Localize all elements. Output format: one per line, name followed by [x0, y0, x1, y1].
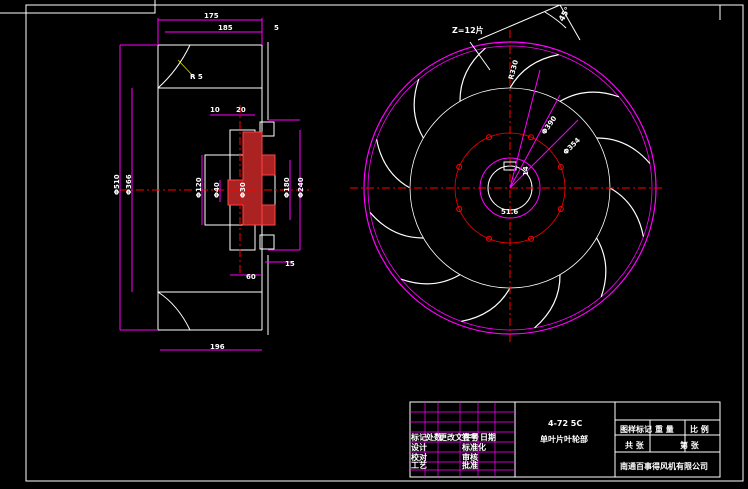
blade-group	[369, 47, 651, 329]
blade	[534, 274, 561, 329]
dim-175: 175	[204, 12, 219, 20]
title-block	[409, 401, 721, 478]
bolt-hole	[486, 134, 492, 141]
rev-header-4: 签字	[461, 432, 478, 442]
blade	[596, 237, 607, 298]
sheet-total: 共 张	[625, 440, 645, 450]
label-process: 工艺	[411, 460, 427, 470]
rev-header-3: 更改文件号	[439, 432, 479, 442]
bolt-hole	[456, 164, 463, 170]
label-std: 标准化	[461, 442, 486, 452]
revision-labels: 标记 处数 更改文件号 签字 日期 设计 校对 工艺 标准化 审核 批准	[410, 432, 496, 470]
dim-phi180: Φ180	[283, 177, 291, 198]
rev-header-1: 标记	[410, 432, 427, 442]
dim-phi120: Φ120	[195, 177, 203, 198]
dim-196: 196	[210, 343, 225, 351]
dim-51-6: 51.6	[501, 208, 518, 216]
blade	[596, 137, 651, 164]
label-design: 设计	[411, 442, 427, 452]
drawing-number: 4-72 5C	[548, 419, 582, 428]
dim-15: 15	[285, 260, 295, 268]
blade	[369, 212, 424, 239]
dim-phi240: Φ240	[297, 177, 305, 198]
header-cell-1: 图样标记	[620, 424, 652, 434]
dim-185: 185	[218, 24, 233, 32]
rev-header-5: 日期	[480, 432, 496, 442]
header-cell-2: 重 量	[655, 424, 674, 434]
bolt-hole	[557, 164, 564, 170]
blade	[413, 78, 424, 139]
dim-10: 10	[210, 106, 220, 114]
dim-r5: R 5	[190, 73, 203, 81]
dim-phi354: Φ354	[562, 136, 582, 156]
bolt-hole	[456, 206, 463, 212]
blade	[459, 47, 486, 102]
label-review: 审核	[462, 452, 478, 462]
blade	[461, 287, 511, 322]
drawing-name: 单叶片叶轮部	[540, 434, 588, 444]
blade	[400, 274, 461, 285]
dim-phi40: Φ40	[213, 182, 221, 198]
blade	[609, 187, 644, 237]
blade	[376, 139, 411, 189]
dim-phi510: Φ510	[113, 174, 121, 195]
label-approve: 批准	[462, 460, 478, 470]
header-cell-3: 比 例	[690, 424, 709, 434]
dim-phi30: Φ30	[239, 182, 247, 198]
company-name: 南通百事得风机有限公司	[620, 461, 708, 471]
bolt-hole	[528, 134, 534, 141]
dim-phi390: Φ390	[540, 115, 558, 137]
blade	[509, 54, 559, 89]
sheet-number: 第 张	[680, 440, 700, 450]
dim-14: 14	[522, 166, 530, 176]
front-view: Z=12片 45° R330 Φ390 Φ354 14 51.6	[350, 4, 665, 345]
bolt-hole	[528, 235, 534, 242]
dim-5: 5	[274, 24, 279, 32]
bolt-hole	[486, 235, 492, 242]
label-check: 校对	[411, 452, 427, 462]
blade	[559, 91, 620, 102]
hub-hatching	[227, 131, 276, 226]
section-view: 175 185 5 R 5 10 20 Φ510 Φ366 Φ120 Φ40 Φ…	[113, 12, 310, 351]
dim-blade-count: Z=12片	[452, 25, 484, 35]
rev-header-2: 处数	[425, 432, 443, 442]
dim-phi366: Φ366	[125, 174, 133, 195]
dim-60: 60	[246, 273, 256, 281]
dim-20: 20	[236, 106, 246, 114]
bolt-holes	[456, 134, 564, 242]
bolt-hole	[557, 206, 564, 212]
dim-angle-45: 45°	[557, 5, 572, 23]
